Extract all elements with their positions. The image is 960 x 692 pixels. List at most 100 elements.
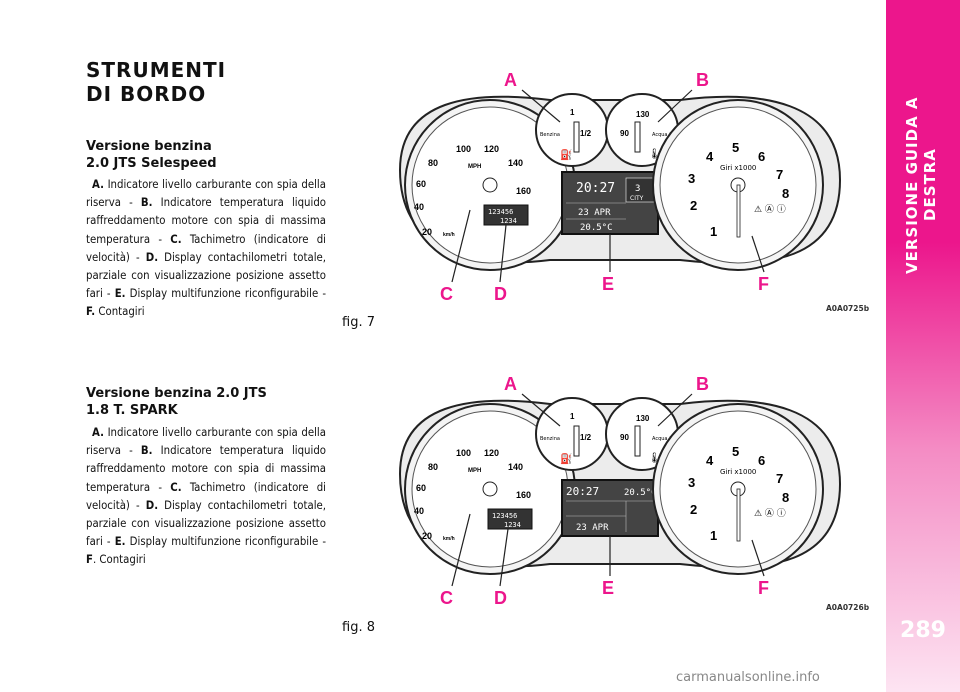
figure-caption: fig. 7 — [342, 315, 375, 330]
temp-label: Acqua °C — [652, 436, 676, 442]
item-text: Tachimetro (indicatore di velocità) - — [86, 232, 327, 264]
version2-title-line1: Versione benzina 2.0 JTS — [86, 386, 267, 401]
version2-title: Versione benzina 2.0 JTS 1.8 T. SPARK — [86, 385, 267, 419]
item-letter: A. — [92, 426, 104, 439]
speedo-tick: 160 — [516, 490, 531, 500]
item-text: Contagiri — [95, 305, 145, 319]
temp-top-label: 130 — [636, 414, 650, 423]
item-letter: B. — [140, 196, 153, 210]
figure-code: A0A0726b — [826, 603, 870, 612]
item-text: Display contachilometri totale, parziale… — [86, 250, 326, 301]
display-time: 20:27 — [566, 485, 599, 498]
watermark: carmanualsonline.info — [676, 670, 820, 685]
item-letter: F. — [86, 305, 96, 319]
temp-mid-label: 90 — [620, 129, 629, 138]
version1-title-line1: Versione benzina — [86, 139, 212, 154]
callout-a: A — [504, 70, 517, 90]
section-title-line2: DI BORDO — [86, 82, 207, 106]
odometer-total: 123456 — [488, 208, 513, 216]
warning-light-icon: ⚠ Ⓐ ⓘ — [754, 508, 786, 519]
tacho-tick: 4 — [706, 453, 714, 468]
tacho-tick: 8 — [782, 490, 789, 505]
temperature-gauge: 130 90 Acqua °C 🌡 — [605, 93, 679, 167]
callout-f: F — [758, 578, 769, 598]
tacho-tick: 2 — [690, 502, 697, 517]
item-text: Indicatore temperatura liquido raffredda… — [86, 196, 326, 246]
display-time: 20:27 — [576, 181, 615, 196]
speedo-tick: 140 — [508, 158, 523, 168]
speedo-tick: 60 — [416, 179, 426, 189]
fuel-label: Benzina — [540, 132, 560, 138]
tacho-tick: 8 — [782, 186, 789, 201]
callout-e: E — [602, 274, 614, 294]
callouts: A B C D E F — [440, 70, 769, 304]
item-letter: E. — [114, 535, 126, 549]
speedo-tick: 80 — [428, 158, 438, 168]
fuel-top-label: 1 — [570, 108, 575, 117]
tacho-tick: 7 — [776, 167, 783, 182]
item-text: Indicatore livello carburante con spia d… — [86, 178, 326, 210]
fuel-pump-icon: ⛽ — [560, 452, 572, 465]
tacho-tick: 3 — [688, 171, 695, 186]
callout-d: D — [494, 588, 507, 608]
page-number: 289 — [900, 618, 946, 643]
item-text: Display multifunzione riconfigurabile - — [125, 535, 326, 549]
speedo-tick: 20 — [422, 227, 432, 237]
speedo-tick: 80 — [428, 462, 438, 472]
item-text: . Contagiri — [92, 553, 146, 567]
tacho-needle — [736, 184, 741, 238]
fuel-mid-label: 1/2 — [580, 129, 592, 138]
sidebar-section-label: VERSIONE GUIDA A DESTRA — [903, 96, 939, 274]
odometer-trip: 1234 — [504, 521, 521, 529]
speedo-tick: 100 — [456, 448, 471, 458]
callout-a: A — [504, 374, 517, 394]
callout-b: B — [696, 70, 709, 90]
tacho-tick: 6 — [758, 149, 765, 164]
speedo-tick: 120 — [484, 448, 499, 458]
tacho-tick: 7 — [776, 471, 783, 486]
callout-d: D — [494, 284, 507, 304]
tacho-needle — [736, 488, 741, 542]
fuel-label: Benzina — [540, 436, 560, 442]
version1-title: Versione benzina 2.0 JTS Selespeed — [86, 138, 217, 172]
callout-f: F — [758, 274, 769, 294]
display-temp: 20.5°C — [580, 223, 613, 233]
item-letter: C. — [170, 232, 182, 246]
speedo-tick: 120 — [484, 144, 499, 154]
temp-top-label: 130 — [636, 110, 650, 119]
speedo-unit-kmh: km/h — [443, 536, 455, 542]
fuel-pump-icon: ⛽ — [560, 148, 572, 161]
fuel-needle-housing — [573, 425, 580, 457]
odometer-trip: 1234 — [500, 217, 517, 225]
temp-mid-label: 90 — [620, 433, 629, 442]
item-letter: D. — [145, 498, 159, 512]
display-temp: 20.5°C — [624, 488, 657, 498]
tacho-tick: 1 — [710, 224, 717, 239]
callout-c: C — [440, 588, 453, 608]
tacho-tick: 3 — [688, 475, 695, 490]
tacho-tick: 5 — [732, 444, 739, 459]
speedo-tick: 20 — [422, 531, 432, 541]
speedo-unit: MPH — [468, 164, 481, 170]
temp-needle-housing — [634, 425, 641, 457]
figure-caption: fig. 8 — [342, 620, 375, 635]
tachometer: 1 2 3 4 5 6 7 8 Giri x1000 ⚠ Ⓐ ⓘ — [652, 403, 824, 575]
multifunction-display: 20:27 20.5°C 23 APR — [561, 479, 659, 537]
item-text: Display multifunzione riconfigurabile - — [125, 287, 326, 301]
speedo-unit: MPH — [468, 468, 481, 474]
tachometer: 1 2 3 4 5 6 7 8 Giri x1000 ⚠ Ⓐ ⓘ — [652, 99, 824, 271]
fuel-top-label: 1 — [570, 412, 575, 421]
tacho-unit: Giri x1000 — [720, 468, 756, 476]
speedo-tick: 40 — [414, 506, 424, 516]
fuel-needle-housing — [573, 121, 580, 153]
speedo-unit-kmh: km/h — [443, 232, 455, 238]
speedometer: 20 40 60 80 100 120 140 160 MPH km/h 123… — [404, 99, 576, 271]
warning-light-icon: ⚠ Ⓐ ⓘ — [754, 204, 786, 215]
instrument-cluster-fig8: 20 40 60 80 100 120 140 160 MPH km/h 123… — [398, 374, 842, 608]
figure-code: A0A0725b — [826, 304, 870, 313]
multifunction-display: 20:27 3 CITY 23 APR 20.5°C — [561, 171, 659, 235]
item-letter: B. — [140, 444, 153, 458]
fuel-mid-label: 1/2 — [580, 433, 592, 442]
section-title-line1: STRUMENTI — [86, 58, 227, 82]
instrument-cluster-fig7: 20 40 60 80 100 120 140 160 MPH km/h 123… — [398, 70, 842, 304]
